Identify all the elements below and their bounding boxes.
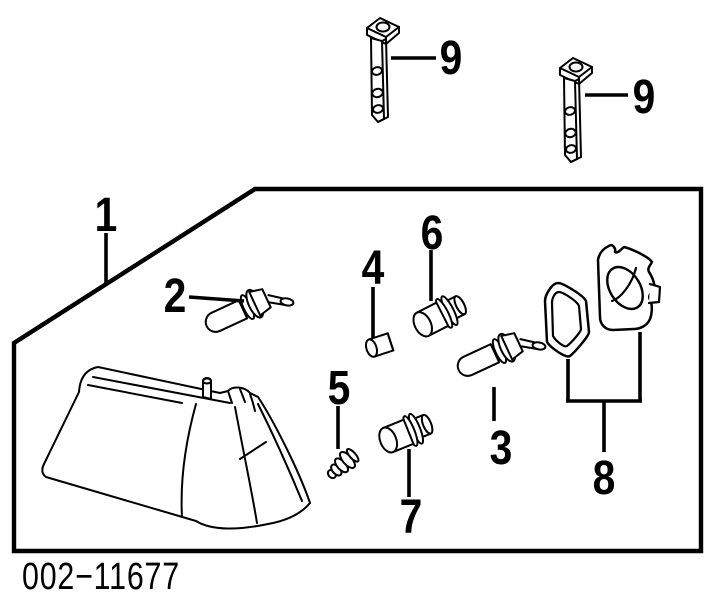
part-9-bracket-right-drawing — [559, 57, 593, 163]
callout-label-3: 3 — [490, 422, 513, 475]
housing-corner-line — [239, 441, 267, 460]
housing-silhouette — [41, 366, 311, 530]
part-9-bracket-left-drawing — [366, 17, 400, 123]
assembly-boundary-outline — [11, 186, 704, 554]
leader-line-part8 — [566, 332, 642, 452]
part-2-bulb-drawing — [204, 288, 295, 333]
part-5-bulb-drawing — [326, 448, 360, 480]
part-4-bulb-drawing — [364, 332, 395, 358]
housing-lens-edge — [180, 403, 197, 518]
callout-label-9-left: 9 — [440, 32, 463, 85]
callout-label-8: 8 — [593, 452, 616, 505]
callout-label-9-right: 9 — [633, 71, 656, 124]
housing-adjuster-pin — [202, 377, 212, 400]
callout-label-5: 5 — [328, 362, 351, 415]
housing-side-line — [257, 403, 303, 502]
diagram-code: 002−11677 — [22, 556, 180, 598]
housing-ridge-lines — [227, 388, 256, 412]
callout-label-1: 1 — [95, 189, 118, 242]
leader-line-part2 — [188, 295, 245, 303]
part-6-socket-drawing — [412, 295, 467, 338]
headlamp-housing-drawing — [41, 366, 311, 530]
callout-label-4: 4 — [362, 242, 385, 295]
callout-label-2: 2 — [164, 270, 187, 323]
part-7-socket-drawing — [378, 412, 434, 454]
part-8-gasket-plate-drawing — [596, 243, 662, 332]
callout-label-6: 6 — [421, 207, 444, 260]
housing-mid-edge — [234, 406, 258, 524]
callout-label-7: 7 — [400, 491, 423, 544]
part-8-seal-ring-drawing — [543, 281, 591, 358]
part-3-bulb-drawing — [456, 332, 547, 377]
